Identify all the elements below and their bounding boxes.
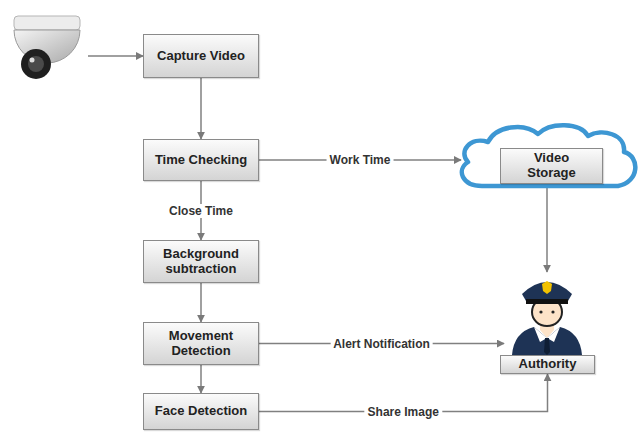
cap: [522, 282, 572, 301]
flow-arrow: [200, 365, 202, 393]
edge-label: Share Image: [365, 405, 442, 419]
police-icon: [500, 272, 595, 355]
node-text: Capture Video: [157, 49, 245, 64]
eye: [551, 310, 554, 313]
edge-label: Alert Notification: [330, 337, 433, 351]
cloud-shape: [462, 125, 635, 186]
node-text: Background subtraction: [148, 247, 254, 277]
lens-highlight: [30, 58, 35, 63]
cap-badge: [542, 281, 552, 294]
node-text: Video Storage: [521, 151, 582, 181]
edge-label: Work Time: [327, 153, 394, 167]
process-box: Movement Detection: [143, 322, 259, 365]
node-text: Movement Detection: [148, 329, 254, 359]
process-box: Background subtraction: [143, 240, 259, 283]
edge-label: Close Time: [166, 204, 236, 218]
cloud-storage: Video Storage: [452, 120, 642, 192]
flow-arrow: [546, 187, 548, 272]
authority-label-box: Authority: [500, 355, 595, 374]
process-box: Time Checking: [143, 139, 259, 181]
node-text: Face Detection: [155, 404, 247, 419]
storage-box: Video Storage: [500, 148, 603, 184]
process-box: Capture Video: [143, 34, 259, 78]
camera-lens: [21, 49, 51, 79]
flow-arrow: [200, 78, 202, 139]
node-text: Time Checking: [155, 153, 247, 168]
eye: [539, 310, 542, 313]
cap-visor: [526, 299, 568, 304]
authority-figure: Authority: [500, 272, 595, 374]
camera-mount: [14, 16, 80, 30]
tie: [544, 338, 550, 355]
node-text: Authority: [519, 357, 577, 372]
flow-arrow: [200, 283, 202, 322]
camera-lens-inner: [28, 56, 44, 72]
process-box: Face Detection: [143, 393, 259, 430]
camera-feed-arrow: [88, 55, 143, 57]
camera-icon: [14, 16, 80, 79]
